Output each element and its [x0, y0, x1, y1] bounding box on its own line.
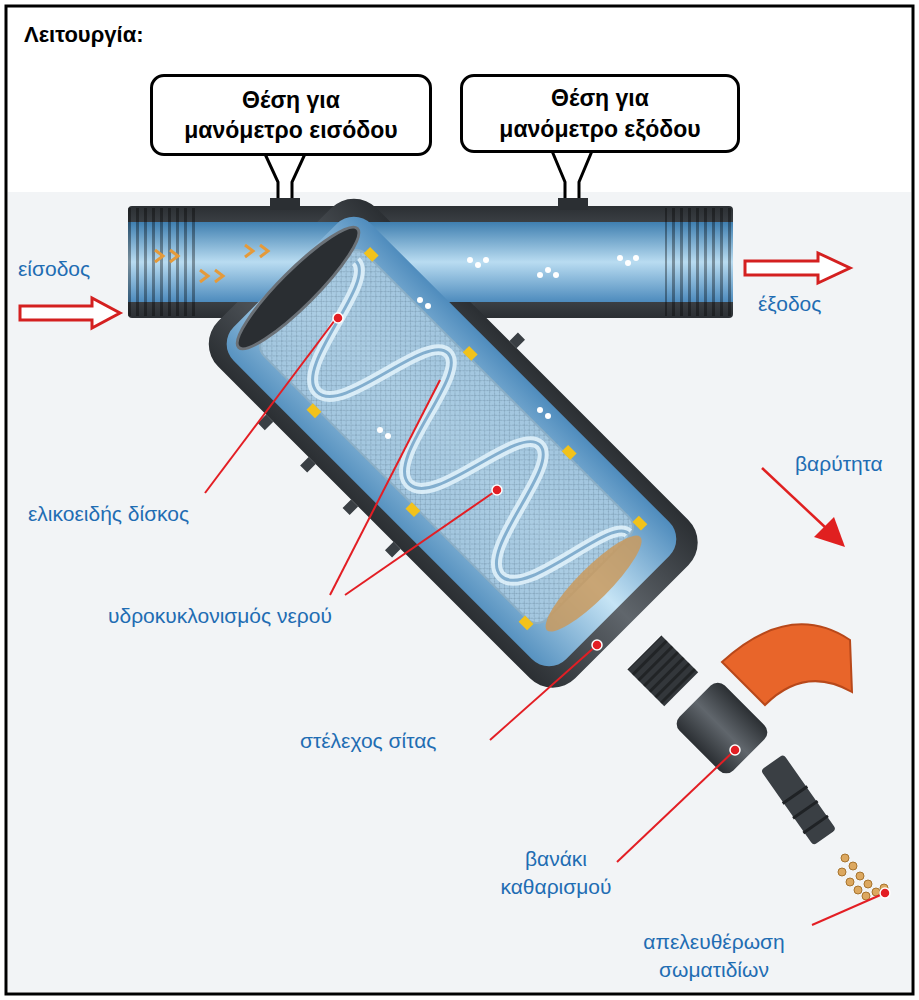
part-label: έξοδος: [758, 290, 821, 318]
valve-handle: [722, 624, 852, 705]
leader-dot: [492, 485, 502, 495]
flow-dot: [385, 433, 391, 439]
leader-dot: [880, 888, 890, 898]
particle: [856, 872, 864, 880]
flow-dot: [537, 272, 543, 278]
particle: [846, 878, 854, 886]
flow-dot: [617, 255, 623, 261]
flow-dot: [467, 257, 473, 263]
leader-dot: [333, 313, 343, 323]
pipe-thread: [665, 208, 733, 316]
part-label: βανάκι καθαρισμού: [495, 845, 617, 902]
inlet-arrow: [20, 298, 120, 328]
particle: [864, 880, 872, 888]
valve-neck: [627, 635, 698, 706]
part-label: στέλεχος σίτας: [300, 727, 436, 755]
pipe-thread: [128, 208, 198, 316]
screen-element: [254, 244, 639, 629]
part-label: είσοδος: [18, 255, 90, 283]
part-label: βαρύτητα: [795, 450, 883, 478]
gauge-port: [558, 198, 588, 210]
helical-disc: [226, 216, 370, 360]
flow-dot: [417, 297, 423, 303]
screen-tab: [519, 615, 534, 630]
part-label: απελευθέρωση σωματιδίων: [628, 928, 800, 985]
callout-text: Θέση για μανόμετρο εισόδου: [166, 85, 416, 146]
diagram-title: Λειτουργία:: [24, 22, 144, 48]
screen-tab: [307, 403, 322, 418]
outlet-flow: [377, 255, 639, 439]
leader-dot: [730, 745, 740, 755]
nozzle-ridge: [783, 786, 828, 833]
neck-body: [627, 635, 698, 706]
callout-pointer: [552, 151, 592, 206]
leader-line: [330, 380, 440, 595]
leader-line: [490, 645, 597, 740]
particle: [841, 854, 849, 862]
flow-dot: [377, 427, 383, 433]
screen-tab: [406, 502, 421, 517]
flow-chevron: [155, 250, 178, 262]
neck-thread: [627, 635, 698, 706]
particle: [862, 892, 870, 900]
callout-box: Θέση για μανόμετρο εισόδου: [150, 74, 432, 156]
flow-dot: [425, 303, 431, 309]
outlet-arrow: [745, 253, 850, 283]
flow-dot: [545, 413, 551, 419]
gauge-port: [270, 198, 300, 210]
valve-nozzle: [760, 754, 837, 847]
flow-chevron: [245, 245, 268, 257]
screen-tab: [632, 516, 647, 531]
particle: [849, 862, 857, 870]
flow-dot: [475, 262, 481, 268]
frame-border: [6, 6, 913, 994]
callout-box: Θέση για μανόμετρο εξόδου: [460, 74, 740, 153]
screen-tab: [562, 445, 577, 460]
part-label: ελικοειδής δίσκος: [28, 500, 189, 528]
leader-line: [617, 750, 735, 862]
gravity-arrow: [762, 468, 826, 528]
flow-chevron: [200, 270, 223, 282]
nozzle-body: [761, 754, 837, 845]
screen-tab: [463, 346, 478, 361]
gravity-arrowhead: [814, 517, 845, 547]
flow-dot: [483, 257, 489, 263]
callout-text: Θέση για μανόμετρο εξόδου: [475, 83, 725, 144]
leader-line: [205, 320, 335, 493]
flow-dot: [633, 255, 639, 261]
leader-line: [345, 490, 497, 595]
flow-dot: [537, 407, 543, 413]
helix-flow: [271, 261, 628, 618]
screen-tab: [364, 247, 379, 262]
particle: [854, 886, 862, 894]
particle: [838, 868, 846, 876]
leader-line: [812, 893, 885, 925]
inlet-flow: [155, 245, 268, 282]
part-label: υδροκυκλονισμός νερού: [108, 602, 332, 630]
leader-dot: [592, 640, 602, 650]
flow-dot: [553, 272, 559, 278]
flow-dot: [545, 267, 551, 273]
helix-flow: [271, 261, 628, 618]
flow-dot: [625, 260, 631, 266]
debris-pile: [536, 526, 652, 642]
